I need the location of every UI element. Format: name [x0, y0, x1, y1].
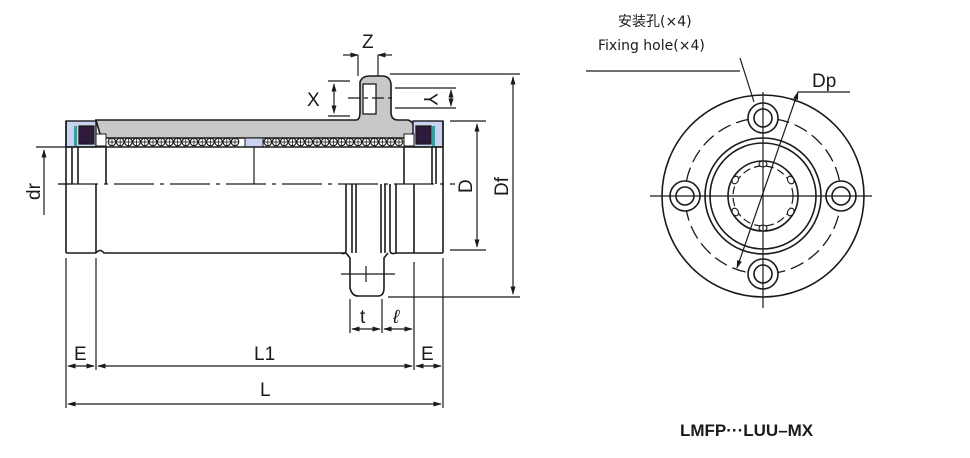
ball	[279, 137, 289, 147]
ball	[329, 137, 338, 147]
ball	[197, 137, 207, 147]
ball	[115, 137, 125, 147]
label-t: t	[360, 307, 366, 328]
ball	[288, 137, 297, 147]
dim-t-l: t ℓ	[349, 262, 415, 370]
ball-track-mark	[731, 175, 740, 185]
ball	[320, 137, 330, 147]
ball	[353, 137, 363, 147]
front-view: 安装孔(×4) Fixing hole(×4) Dp LMFP···LUU–MX	[586, 14, 872, 440]
fixing-hole-label-cn: 安装孔(×4)	[618, 14, 692, 30]
center-retainer	[244, 137, 264, 148]
flange-section	[340, 184, 404, 297]
ball	[181, 137, 191, 147]
ball	[312, 137, 322, 147]
ball	[304, 137, 314, 147]
ball-track-mark	[786, 175, 795, 185]
ball	[132, 137, 141, 147]
label-y: Y	[419, 93, 440, 106]
left-seal	[65, 120, 107, 148]
label-l-total: L	[260, 380, 271, 401]
dim-x: X	[307, 80, 395, 117]
ball-track-mark	[786, 207, 795, 217]
ball	[173, 137, 182, 147]
label-e-left: E	[74, 344, 87, 365]
ball	[361, 137, 371, 147]
ball-row	[107, 137, 404, 147]
ball	[156, 137, 166, 147]
model-title: LMFP···LUU–MX	[680, 421, 814, 440]
ball	[345, 137, 355, 147]
ball	[107, 137, 117, 147]
fixing-hole-label-en: Fixing hole(×4)	[598, 38, 705, 54]
ball	[296, 137, 305, 147]
ball	[214, 137, 223, 147]
dp-dimension-line	[736, 91, 799, 269]
right-seal	[403, 120, 444, 148]
label-e-right: E	[421, 344, 434, 365]
ball	[378, 137, 387, 147]
ball	[271, 137, 281, 147]
dim-z: Z	[343, 32, 392, 76]
label-d: D	[456, 179, 477, 193]
ball	[370, 137, 379, 147]
flange-window	[362, 83, 377, 115]
ball	[230, 137, 240, 147]
dim-df: Df	[388, 73, 520, 298]
ball	[206, 137, 215, 147]
ball	[140, 137, 150, 147]
label-df: Df	[492, 176, 513, 196]
bearing-body	[65, 121, 444, 254]
label-x: X	[307, 90, 320, 111]
ball-track-mark	[731, 207, 740, 217]
label-dr: dr	[24, 182, 45, 200]
label-z: Z	[362, 32, 374, 53]
ball	[165, 137, 174, 147]
dim-e-l1-e: E L1 E	[65, 258, 444, 408]
side-view: Z X Y dr D	[24, 32, 520, 408]
ball	[394, 137, 404, 147]
label-dp: Dp	[812, 71, 836, 92]
ball	[386, 137, 396, 147]
dim-d: D	[450, 120, 486, 251]
ball	[337, 137, 346, 147]
dim-dr: dr	[24, 146, 70, 215]
label-l1: L1	[254, 344, 275, 365]
dim-y: Y	[395, 87, 456, 109]
ball	[124, 137, 133, 147]
ball	[222, 137, 232, 147]
dim-l: L	[67, 380, 442, 407]
label-l: ℓ	[392, 307, 400, 328]
ball	[263, 137, 273, 147]
ball	[189, 137, 199, 147]
ball	[148, 137, 158, 147]
